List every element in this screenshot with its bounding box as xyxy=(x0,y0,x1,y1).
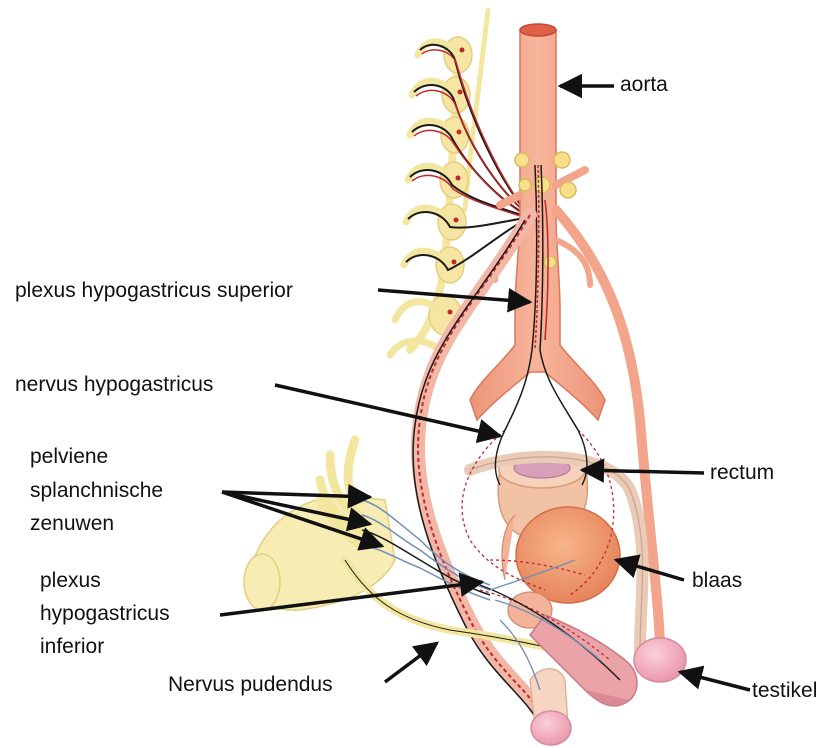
rectum-label: rectum xyxy=(710,458,774,488)
aorta-label: aorta xyxy=(620,70,668,100)
nervus-hypogastricus-arrow xyxy=(275,385,500,436)
pelviene-line-2: splanchnische xyxy=(30,476,163,506)
testikel-arrow xyxy=(680,672,750,690)
pelviene-line-1: pelviene xyxy=(30,442,108,472)
plexus-hypogastricus-superior-label: plexus hypogastricus superior xyxy=(15,276,293,306)
nervus-pudendus-arrow xyxy=(385,643,437,682)
nervus-pudendus-label: Nervus pudendus xyxy=(168,670,333,700)
plexus-inferior-line-1: plexus xyxy=(40,566,101,596)
plexus-inferior-line-2: hypogastricus xyxy=(40,599,170,629)
blaas-label: blaas xyxy=(692,566,742,596)
pelviene-line-3: zenuwen xyxy=(30,509,114,539)
rectum-arrow xyxy=(582,470,704,473)
plexus-inferior-line-3: inferior xyxy=(40,632,104,662)
nervus-hypogastricus-label: nervus hypogastricus xyxy=(15,370,213,400)
ganglion-fibers-black xyxy=(406,45,525,270)
testikel-label: testikel xyxy=(752,676,817,706)
